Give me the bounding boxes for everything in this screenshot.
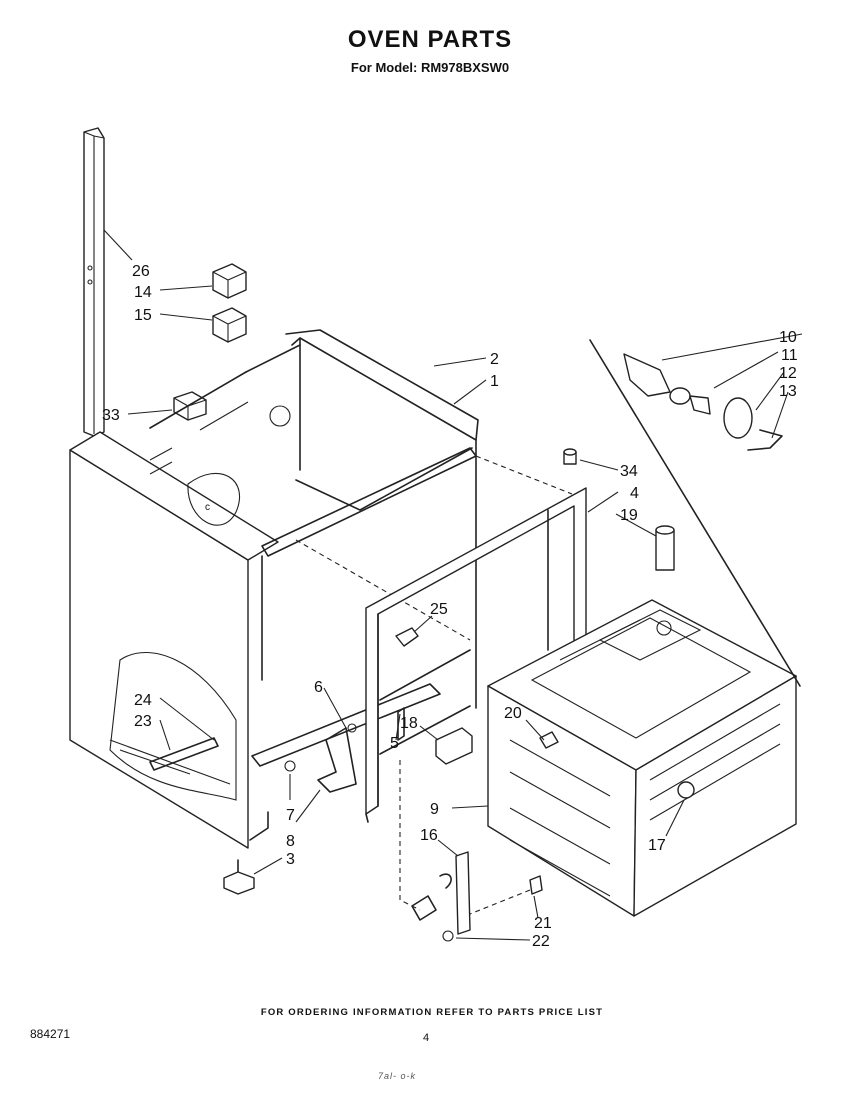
- callout-leaders: [103, 229, 803, 941]
- callout-6: 6: [314, 679, 323, 696]
- page-number: 4: [423, 1032, 430, 1044]
- callout-4: 4: [630, 485, 639, 502]
- part-14-knob: [212, 263, 247, 299]
- callout-numbers: 26 14 15 33 2 1 10 11 12 13 34 4 19 25 6…: [102, 263, 798, 950]
- part-21-22-screw: [442, 875, 543, 942]
- part-34-plug: [563, 448, 577, 465]
- callout-8: 8: [286, 833, 295, 850]
- part-20-socket: [539, 731, 559, 749]
- callout-3: 3: [286, 851, 295, 868]
- callout-33: 33: [102, 407, 120, 424]
- model-subtitle: For Model: RM978BXSW0: [350, 60, 510, 75]
- callout-7: 7: [286, 807, 295, 824]
- callout-11: 11: [781, 347, 798, 364]
- callout-16: 16: [420, 827, 438, 844]
- part-6-7-8-bracket: [284, 723, 357, 793]
- callout-14: 14: [134, 284, 152, 301]
- callout-9: 9: [430, 801, 439, 818]
- callout-13: 13: [779, 383, 797, 400]
- callout-1: 1: [490, 373, 499, 390]
- part-23-24-burner: [109, 737, 231, 785]
- callout-5: 5: [390, 735, 399, 752]
- part-25-sensor: [395, 627, 419, 647]
- part-15-knob: [212, 307, 247, 343]
- callout-22: 22: [532, 933, 550, 950]
- document-number: 884271: [30, 1027, 71, 1041]
- page-title: OVEN PARTS: [347, 26, 513, 53]
- part-9-oven-liner: [487, 599, 797, 917]
- callout-23: 23: [134, 713, 152, 730]
- callout-2: 2: [490, 351, 499, 368]
- part-1-cabinet: c: [69, 329, 573, 849]
- callout-10: 10: [779, 329, 797, 346]
- callout-17: 17: [648, 837, 666, 854]
- callout-19: 19: [620, 507, 638, 524]
- callout-34: 34: [620, 463, 638, 480]
- callout-24: 24: [134, 692, 152, 709]
- part-33-switch: [173, 391, 207, 421]
- callout-15: 15: [134, 307, 152, 324]
- ordering-note: FOR ORDERING INFORMATION REFER TO PARTS …: [260, 1007, 604, 1018]
- callout-18: 18: [400, 715, 418, 732]
- svg-text:c: c: [205, 502, 210, 513]
- callout-25: 25: [430, 601, 448, 618]
- part-26-trim-strip: [83, 127, 105, 437]
- part-3-leveling-leg: [223, 859, 255, 895]
- callout-12: 12: [779, 365, 797, 382]
- handwritten-note: 7al- o-k: [378, 1071, 417, 1081]
- part-16-hinge: [411, 851, 471, 935]
- part-5-18-latch: [397, 707, 473, 911]
- callout-26: 26: [132, 263, 150, 280]
- part-4-front-frame: [365, 487, 587, 823]
- callout-20: 20: [504, 705, 522, 722]
- part-10-13-light-assembly: [589, 339, 801, 687]
- part-19-spacer: [655, 525, 675, 571]
- callout-21: 21: [534, 915, 552, 932]
